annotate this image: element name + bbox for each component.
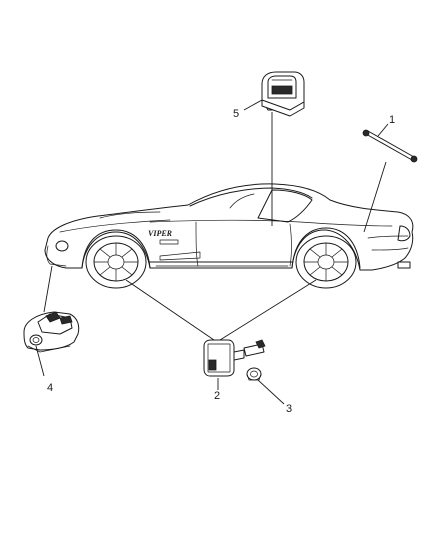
front-wheel [85, 235, 147, 289]
callouts: 1 2 3 4 5 [35, 99, 395, 415]
tire-pressure-sensor [203, 339, 266, 377]
car-badge-text: VIPER [148, 229, 173, 238]
callout-1: 1 [389, 114, 395, 126]
rear-wheel [295, 235, 357, 289]
valve-nut [246, 367, 262, 381]
control-module [23, 311, 80, 353]
callout-4: 4 [47, 382, 53, 394]
callout-5: 5 [233, 108, 239, 120]
callout-2: 2 [214, 390, 220, 402]
callout-3: 3 [286, 403, 292, 415]
car-illustration: VIPER [44, 183, 414, 289]
tire-pressure-receiver-module [261, 71, 305, 117]
antenna-cable [362, 129, 418, 163]
connection-lines [43, 112, 387, 341]
